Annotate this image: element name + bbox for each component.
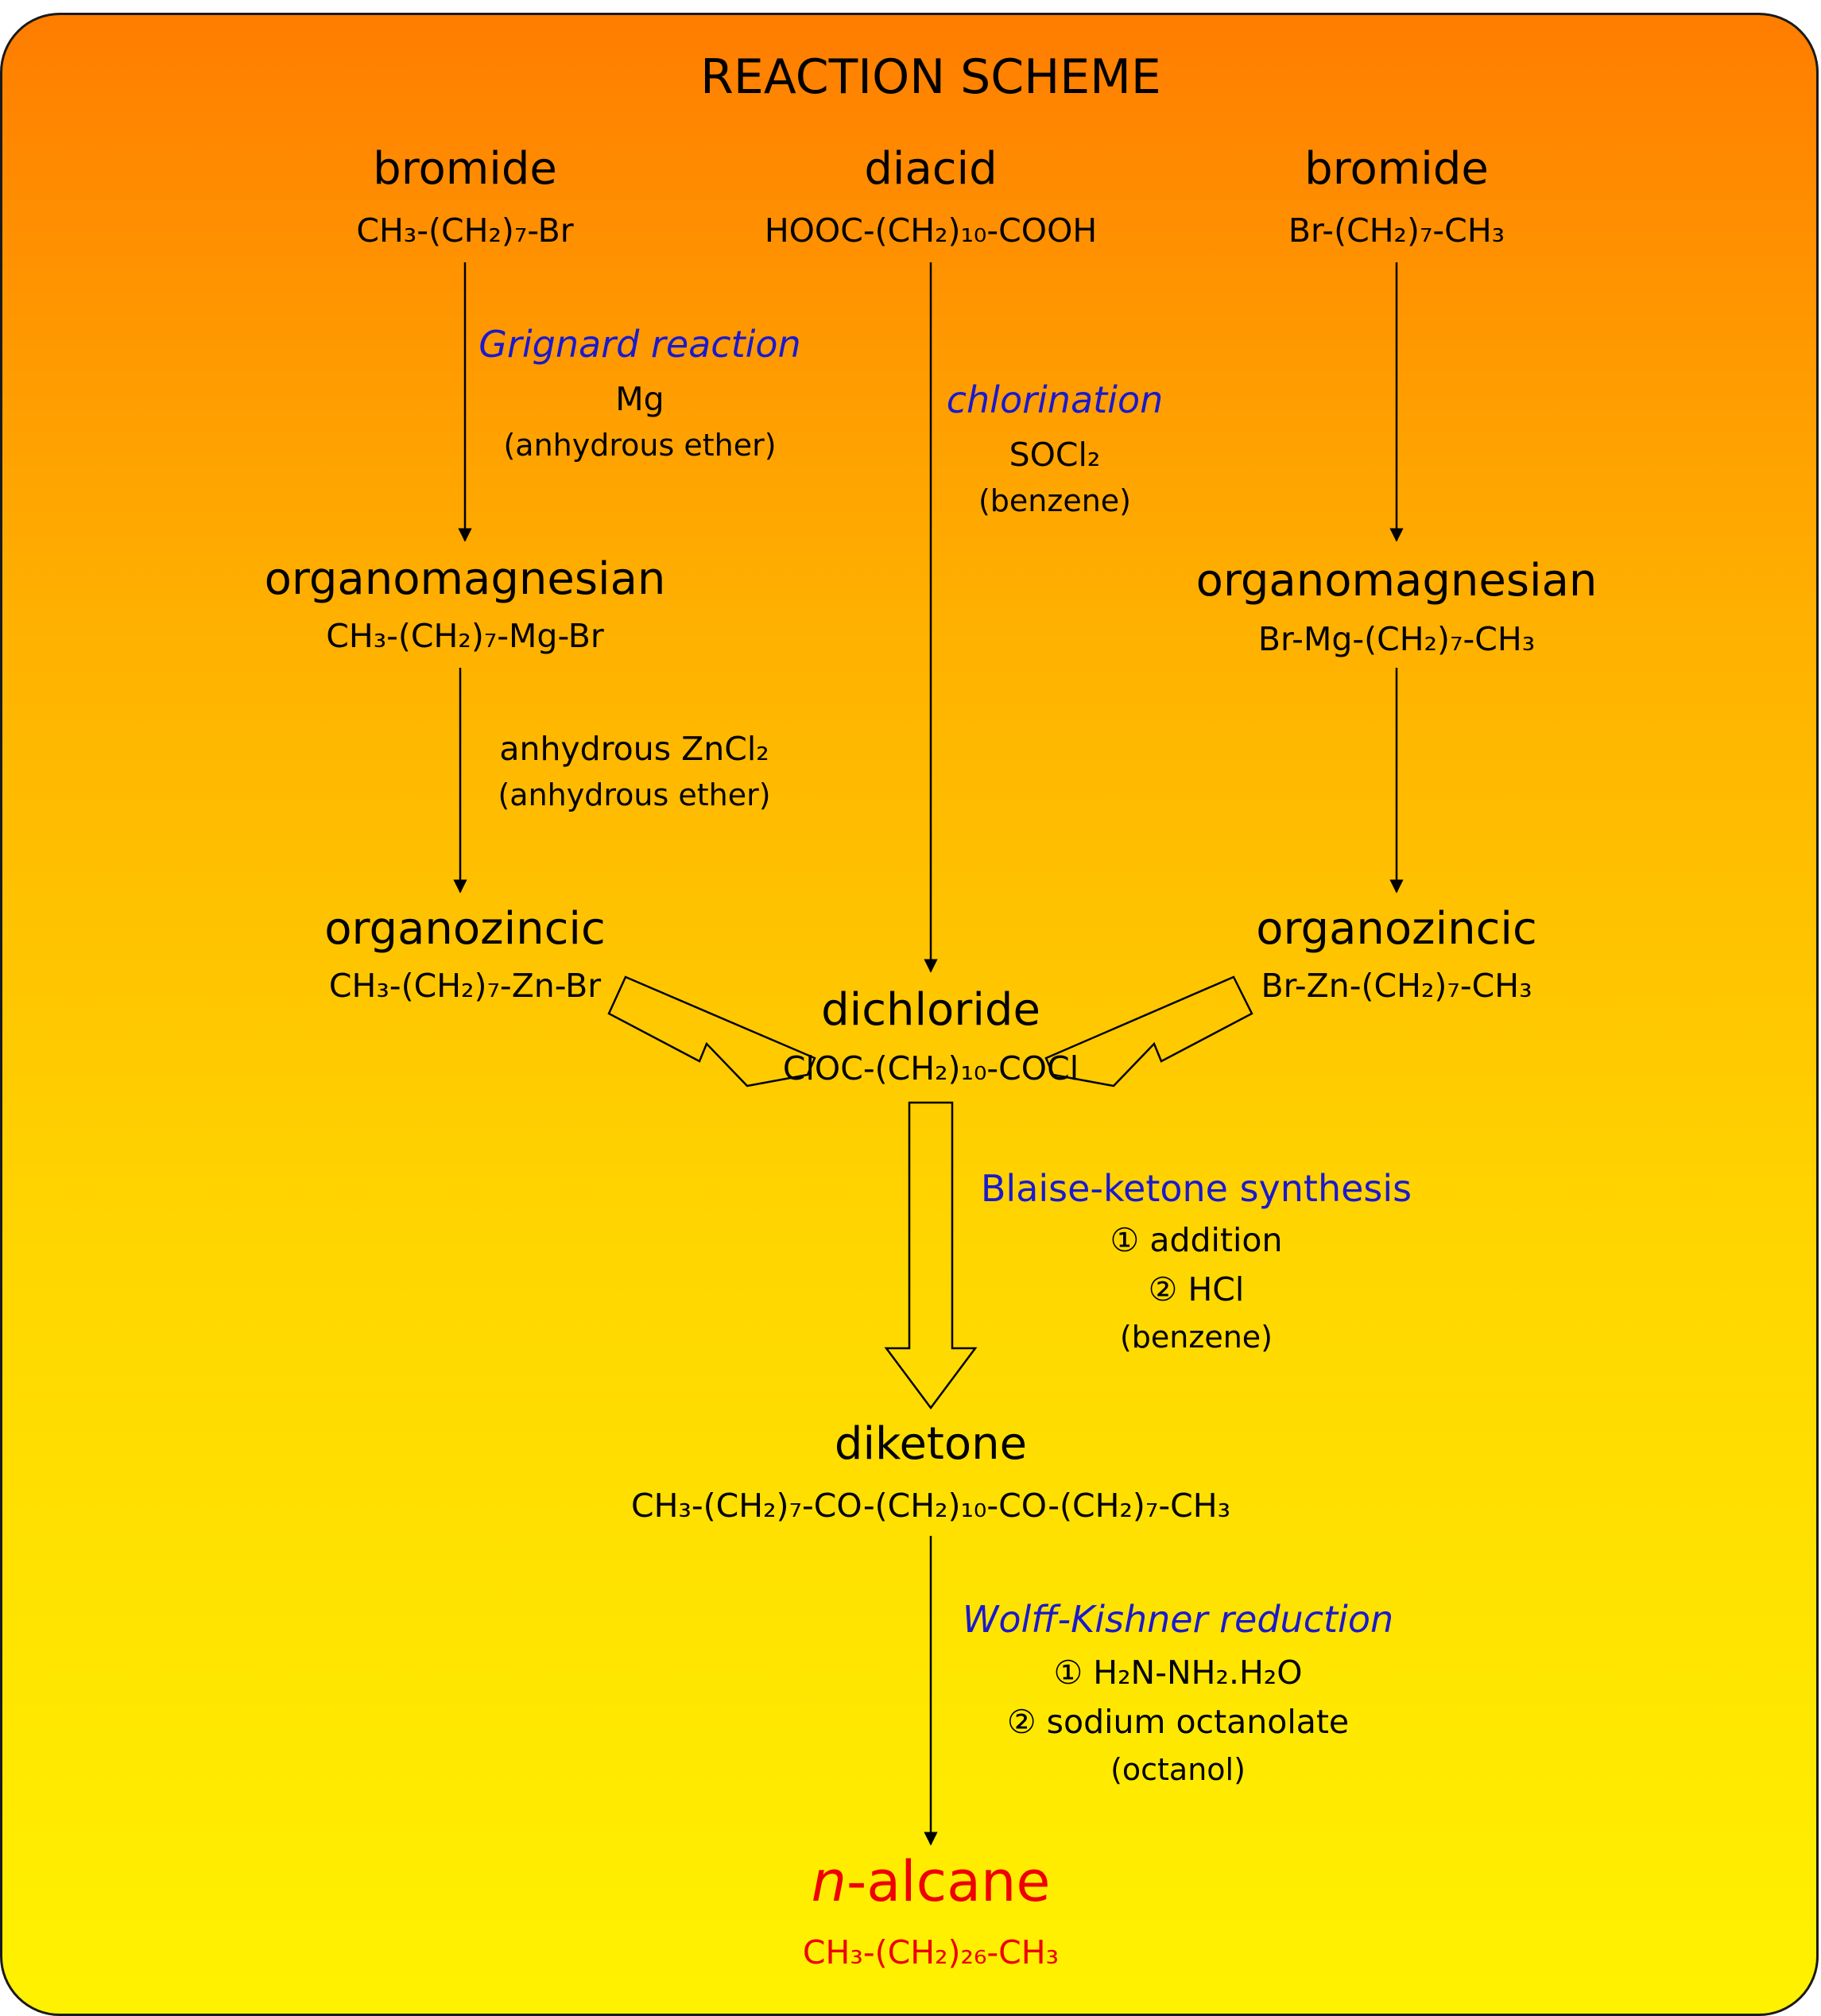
scheme-title: REACTION SCHEME (700, 49, 1161, 105)
chlorination-solvent: (benzene) (978, 483, 1132, 518)
organozincic-left-formula: CH₃-(CH₂)₇-Zn-Br (328, 967, 602, 1005)
diketone-name: diketone (834, 1418, 1028, 1470)
bromide-right-name: bromide (1304, 143, 1489, 195)
organomagnesian-right-name: organomagnesian (1195, 555, 1598, 607)
product-name: n-alcane (812, 1849, 1051, 1914)
wolff-kishner-step-label: Wolff-Kishner reduction (962, 1598, 1394, 1641)
blaise-substep-1: ① addition (1110, 1221, 1283, 1259)
product-name-prefix: n (811, 1849, 847, 1914)
zinc-reagent: anhydrous ZnCl₂ (499, 730, 769, 768)
zinc-solvent: (anhydrous ether) (498, 777, 771, 812)
product-formula: CH₃-(CH₂)₂₆-CH₃ (802, 1933, 1060, 1971)
grignard-solvent: (anhydrous ether) (503, 428, 777, 463)
bromide-left-formula: CH₃-(CH₂)₇-Br (356, 211, 574, 250)
wolff-kishner-substep-2: ② sodium octanolate (1006, 1703, 1350, 1741)
bromide-right-formula: Br-(CH₂)₇-CH₃ (1288, 211, 1505, 250)
block-arrow-right-zincic (1044, 975, 1253, 1087)
organozincic-right-name: organozincic (1256, 903, 1537, 955)
scheme-panel (0, 13, 1819, 2016)
chlorination-reagent: SOCl₂ (1009, 436, 1101, 474)
wolff-kishner-substep-1: ① H₂N-NH₂.H₂O (1053, 1654, 1303, 1692)
diketone-formula: CH₃-(CH₂)₇-CO-(CH₂)₁₀-CO-(CH₂)₇-CH₃ (630, 1487, 1231, 1525)
blaise-substep-2: ② HCl (1148, 1270, 1245, 1308)
block-arrow-blaise (884, 1101, 978, 1410)
blaise-step-label: Blaise-ketone synthesis (980, 1167, 1412, 1210)
organomagnesian-left-formula: CH₃-(CH₂)₇-Mg-Br (326, 617, 604, 655)
blaise-solvent: (benzene) (1119, 1320, 1273, 1355)
diacid-formula: HOOC-(CH₂)₁₀-COOH (764, 211, 1098, 250)
grignard-step-label: Grignard reaction (478, 323, 801, 366)
organomagnesian-right-formula: Br-Mg-(CH₂)₇-CH₃ (1257, 620, 1536, 658)
chlorination-step-label: chlorination (946, 378, 1164, 421)
wolff-kishner-solvent: (octanol) (1110, 1752, 1246, 1787)
dichloride-name: dichloride (821, 984, 1040, 1036)
organomagnesian-left-name: organomagnesian (264, 553, 666, 605)
block-arrow-left-zincic (607, 975, 816, 1087)
bromide-left-name: bromide (373, 143, 557, 195)
dichloride-formula: ClOC-(CH₂)₁₀-COCl (782, 1049, 1079, 1087)
product-name-rest: -alcane (846, 1849, 1051, 1914)
grignard-reagent: Mg (615, 380, 664, 418)
organozincic-left-name: organozincic (324, 903, 606, 955)
organozincic-right-formula: Br-Zn-(CH₂)₇-CH₃ (1261, 967, 1532, 1005)
diacid-name: diacid (864, 143, 998, 195)
